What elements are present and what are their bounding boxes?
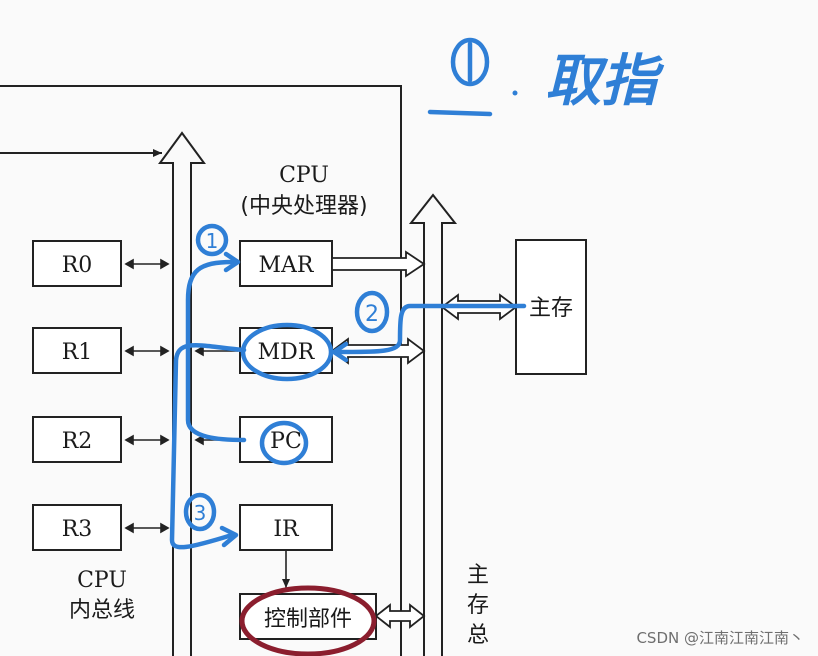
register-r2: R2 (32, 416, 122, 463)
pc-label: PC (270, 429, 302, 454)
cpu-internal-bus (158, 131, 206, 656)
system-bus (408, 193, 458, 656)
cpu-subtitle: (中央处理器) (240, 194, 367, 219)
ink-step-3: 3 (194, 501, 207, 525)
register-r1: R1 (32, 327, 122, 374)
system-bus-label-3: 总 (467, 623, 489, 648)
system-bus-label-2: 存 (467, 593, 489, 618)
ir-register: IR (239, 504, 333, 551)
bus-to-register-ticks (194, 345, 238, 446)
cpu-boundary (0, 85, 402, 656)
register-r2-label: R2 (62, 429, 93, 454)
mar-register: MAR (239, 240, 333, 287)
register-r0: R0 (32, 240, 122, 287)
ink-path-step-1: 1 (185, 223, 247, 443)
ink-circle-mdr (240, 322, 334, 382)
register-r3-label: R3 (62, 517, 93, 542)
register-r0-label: R0 (62, 253, 93, 278)
internal-bus-label-1: CPU (77, 568, 127, 593)
mar-to-bus-arrow (331, 250, 426, 278)
internal-bus-label-2: 内总线 (69, 598, 135, 623)
system-bus-label-1: 主 (467, 563, 489, 588)
main-memory: 主存 (515, 239, 587, 375)
mar-label: MAR (259, 253, 315, 278)
main-memory-label: 主存 (529, 296, 573, 321)
ink-path-step-3: 3 (169, 343, 247, 550)
register-r1-label: R1 (62, 340, 93, 365)
handwritten-title: 取指 (427, 37, 665, 117)
watermark: CSDN @江南江南江南丶 (636, 629, 804, 647)
control-unit: 控制部件 (239, 593, 377, 640)
ink-circle-control-unit (239, 585, 377, 656)
ink-path-step-2: 2 (331, 290, 527, 363)
register-bus-links (124, 258, 170, 534)
ink-step-2: 2 (365, 302, 379, 327)
cpu-title: CPU (279, 163, 329, 188)
ink-step-1: 1 (206, 229, 219, 253)
control-unit-label: 控制部件 (264, 607, 352, 632)
ink-circle-pc (259, 420, 309, 466)
control-bus-arrow (374, 603, 426, 629)
ir-label: IR (273, 517, 300, 542)
mdr-label: MDR (258, 340, 316, 365)
register-r3: R3 (32, 504, 122, 551)
handwritten-step-label: 取指 (545, 49, 665, 114)
